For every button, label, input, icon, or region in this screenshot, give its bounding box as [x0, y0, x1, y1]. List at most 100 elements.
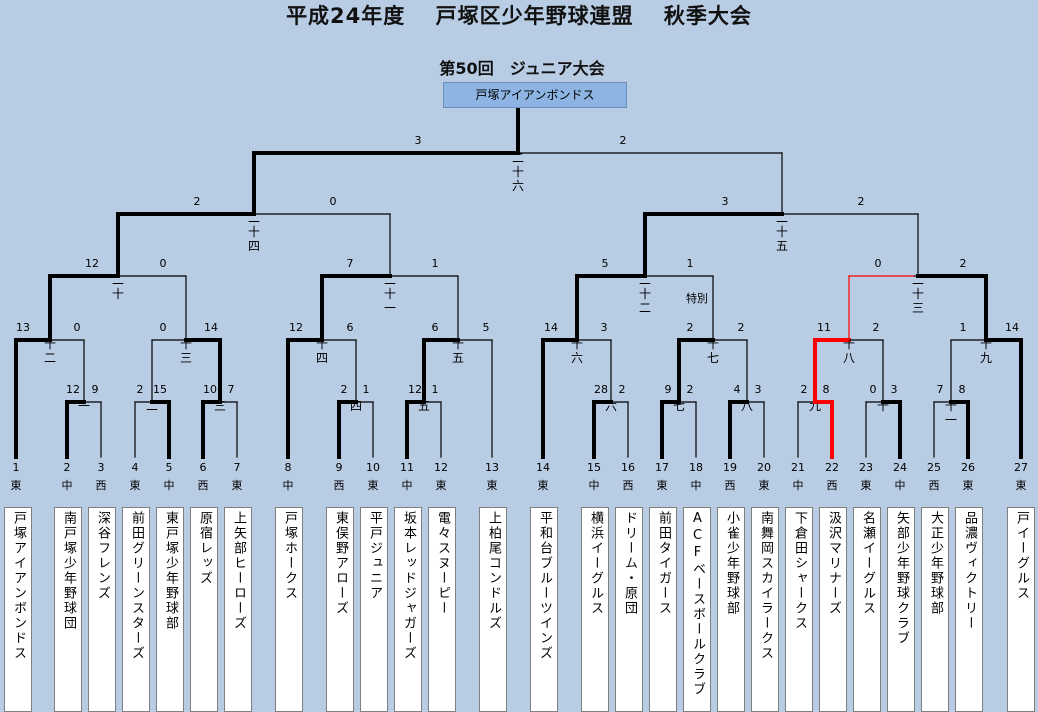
score: 12	[408, 383, 422, 396]
page-title: 平成24年度 戸塚区少年野球連盟 秋季大会	[286, 4, 752, 28]
slot-number: 6	[199, 461, 207, 474]
score: 1	[960, 321, 967, 334]
score: 2	[858, 195, 865, 208]
slot-number: 17	[655, 461, 669, 474]
slot-number: 5	[165, 461, 173, 474]
score: 5	[483, 321, 490, 334]
team-name: 深谷フレンズ	[88, 507, 116, 712]
slot-district: 東	[367, 479, 379, 492]
score: 13	[16, 321, 30, 334]
slot-district: 西	[826, 479, 838, 492]
score: 8	[959, 383, 966, 396]
score: 1	[363, 383, 370, 396]
score: 0	[875, 257, 882, 270]
game-label: 六	[512, 179, 524, 193]
score: 1	[687, 257, 694, 270]
game-label: 二	[44, 351, 56, 365]
team-name: 品濃ヴィクトリー	[955, 507, 983, 712]
team-name: 東俣野アローズ	[326, 507, 354, 712]
slot-district: 西	[197, 479, 209, 492]
game-label: 十	[571, 337, 583, 351]
game-label: 十	[877, 399, 889, 413]
game-label: 七	[673, 399, 685, 413]
game-label: 十	[44, 337, 56, 351]
game-label: 二	[146, 399, 158, 413]
game-label: 四	[350, 399, 362, 413]
score: 2	[619, 383, 626, 396]
score: 2	[687, 321, 694, 334]
slot-district: 東	[486, 479, 498, 492]
slot-number: 8	[284, 461, 292, 474]
score: 7	[347, 257, 354, 270]
score: 0	[160, 257, 167, 270]
slot-number: 27	[1014, 461, 1028, 474]
slot-district: 中	[163, 479, 175, 492]
score: 6	[347, 321, 354, 334]
slot-district: 西	[95, 479, 107, 492]
slot-district: 中	[401, 479, 413, 492]
score: 0	[160, 321, 167, 334]
slot-number: 14	[536, 461, 550, 474]
score: 12	[85, 257, 99, 270]
slot-number: 16	[621, 461, 635, 474]
slot-number: 10	[366, 461, 380, 474]
slot-number: 11	[400, 461, 414, 474]
slot-number: 25	[927, 461, 941, 474]
game-label: 二	[112, 273, 124, 287]
slot-district: 中	[282, 479, 294, 492]
slot-district: 中	[588, 479, 600, 492]
team-name: 平戸ジュニア	[360, 507, 388, 712]
game-label: 十	[776, 225, 788, 239]
score: 0	[330, 195, 337, 208]
slot-district: 東	[1015, 479, 1027, 492]
game-label: 四	[248, 239, 260, 253]
team-name: 矢部少年野球クラブ	[887, 507, 915, 712]
game-label: 十	[180, 337, 192, 351]
score: 2	[738, 321, 745, 334]
team-name: 戸イーグルス	[1007, 507, 1035, 712]
score: 3	[415, 134, 422, 147]
team-name: 上矢部ヒーローズ	[224, 507, 252, 712]
slot-district: 東	[758, 479, 770, 492]
game-label: 二	[776, 211, 788, 225]
score: 2	[620, 134, 627, 147]
game-label: 十	[248, 225, 260, 239]
score: 5	[602, 257, 609, 270]
slot-number: 21	[791, 461, 805, 474]
team-name: 南戸塚少年野球団	[54, 507, 82, 712]
game-label: 十	[980, 337, 992, 351]
game-label: 七	[707, 351, 719, 365]
slot-number: 9	[335, 461, 343, 474]
special-label: 特別	[686, 291, 708, 305]
slot-district: 東	[10, 479, 22, 492]
slot-district: 中	[894, 479, 906, 492]
game-label: 十	[945, 399, 957, 413]
score: 6	[432, 321, 439, 334]
slot-number: 4	[131, 461, 139, 474]
slot-district: 東	[435, 479, 447, 492]
team-name: 戸塚アイアンボンドス	[4, 507, 32, 712]
score: 1	[432, 257, 439, 270]
team-name: 上柏尾コンドルズ	[479, 507, 507, 712]
game-label: 九	[809, 399, 821, 413]
game-label: 五	[452, 351, 464, 365]
score: 14	[1005, 321, 1019, 334]
team-name: 電々スヌーピー	[428, 507, 456, 712]
game-label: 十	[843, 337, 855, 351]
game-label: 二	[384, 273, 396, 287]
game-label: 三	[214, 399, 226, 413]
score: 15	[153, 383, 167, 396]
team-name: ACFベースボールクラブ	[683, 507, 711, 712]
slot-district: 西	[928, 479, 940, 492]
slot-district: 東	[656, 479, 668, 492]
team-name: 小雀少年野球部	[717, 507, 745, 712]
game-label: 二	[512, 151, 524, 165]
game-label: 十	[452, 337, 464, 351]
slot-district: 東	[129, 479, 141, 492]
slot-district: 東	[231, 479, 243, 492]
slot-district: 西	[724, 479, 736, 492]
score: 9	[665, 383, 672, 396]
score: 12	[66, 383, 80, 396]
score: 2	[137, 383, 144, 396]
